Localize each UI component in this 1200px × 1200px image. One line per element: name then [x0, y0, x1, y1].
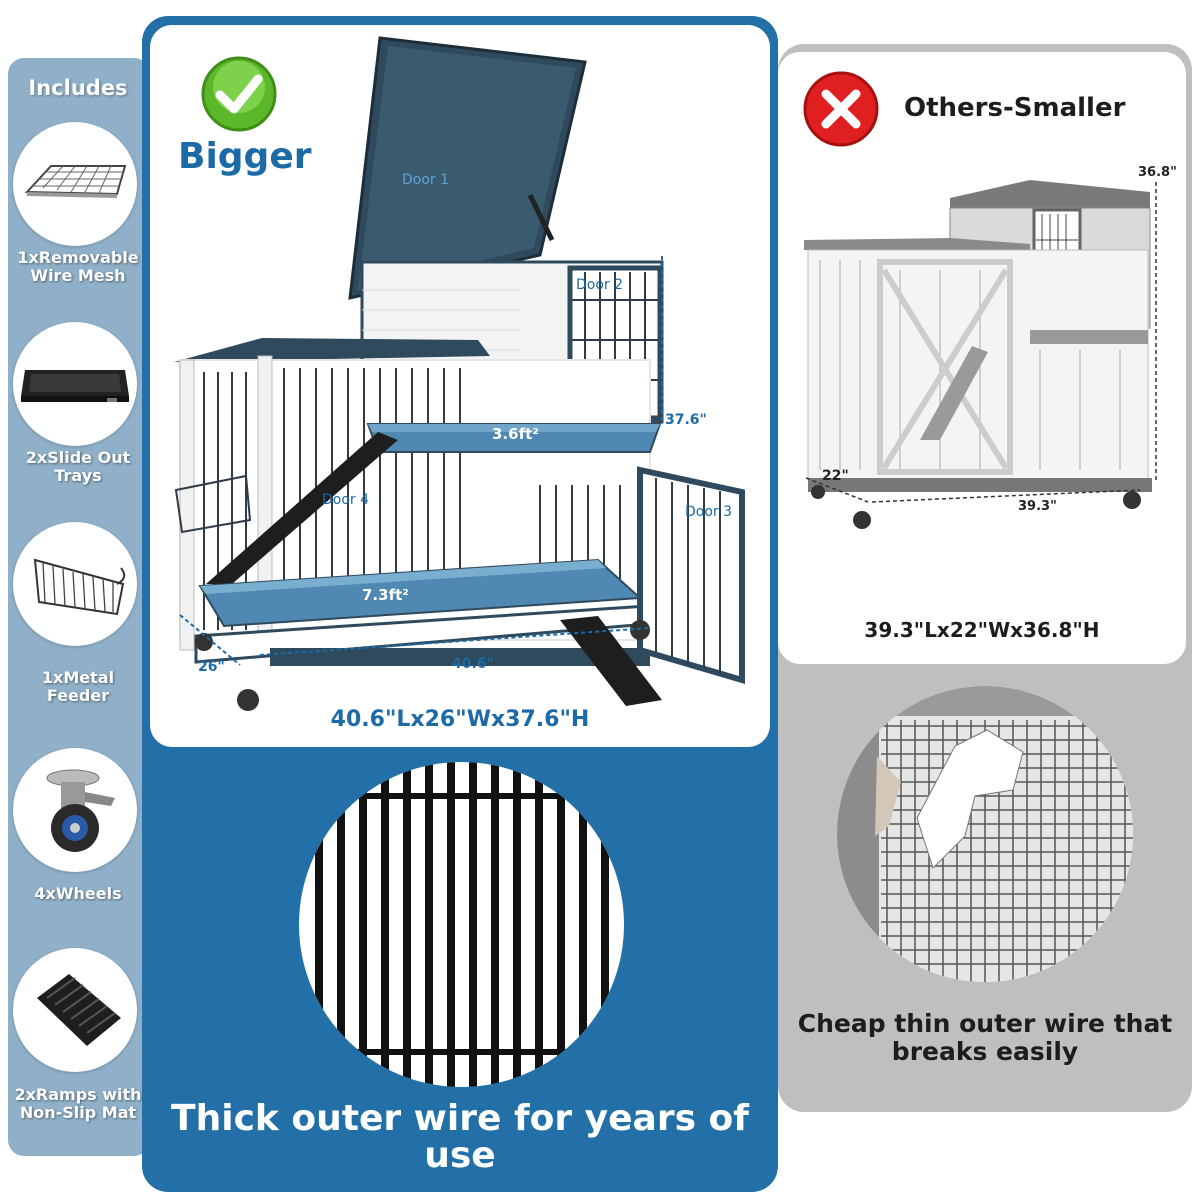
door3-label: Door 3 — [685, 504, 732, 520]
broken-wire-closeup — [837, 686, 1133, 982]
small-width-label: 22" — [822, 468, 849, 484]
main-hutch-image: Door 1 Door 2 Door 3 Door 4 3.6ft² 7.3ft… — [174, 36, 745, 711]
bigger-heading: Bigger — [178, 136, 312, 177]
ramp-icon — [13, 948, 137, 1072]
thin-wire-caption: Cheap thin outer wire that breaks easily — [797, 1009, 1173, 1066]
height-dim-label: 37.6" — [665, 412, 707, 428]
wire-mesh-icon — [13, 122, 137, 246]
small-hutch-image: 36.8" 22" 39.3" — [804, 165, 1177, 529]
check-icon — [201, 56, 277, 132]
tray-icon — [13, 322, 137, 446]
bigger-dimensions: 40.6"Lx26"Wx37.6"H — [330, 707, 590, 732]
includes-title: Includes — [28, 76, 128, 100]
door2-label: Door 2 — [576, 277, 623, 293]
feeder-icon — [13, 522, 137, 646]
thick-wire-caption: Thick outer wire for years of use — [171, 1098, 749, 1176]
small-length-label: 39.3" — [1018, 499, 1057, 514]
upper-area-label: 3.6ft² — [492, 425, 539, 443]
lower-area-label: 7.3ft² — [362, 586, 409, 604]
others-heading: Others-Smaller — [904, 93, 1126, 123]
x-icon — [803, 71, 879, 147]
length-dim-label: 40.6" — [452, 656, 494, 672]
thick-wire-closeup — [299, 762, 624, 1087]
door4-label: Door 4 — [322, 492, 369, 508]
small-height-label: 36.8" — [1138, 165, 1177, 180]
wheels-label: 4xWheels — [34, 884, 122, 903]
width-dim-label: 26" — [198, 659, 225, 675]
door1-label: Door 1 — [402, 172, 449, 188]
others-dimensions: 39.3"Lx22"Wx36.8"H — [864, 618, 1100, 642]
wheel-icon — [13, 748, 137, 872]
